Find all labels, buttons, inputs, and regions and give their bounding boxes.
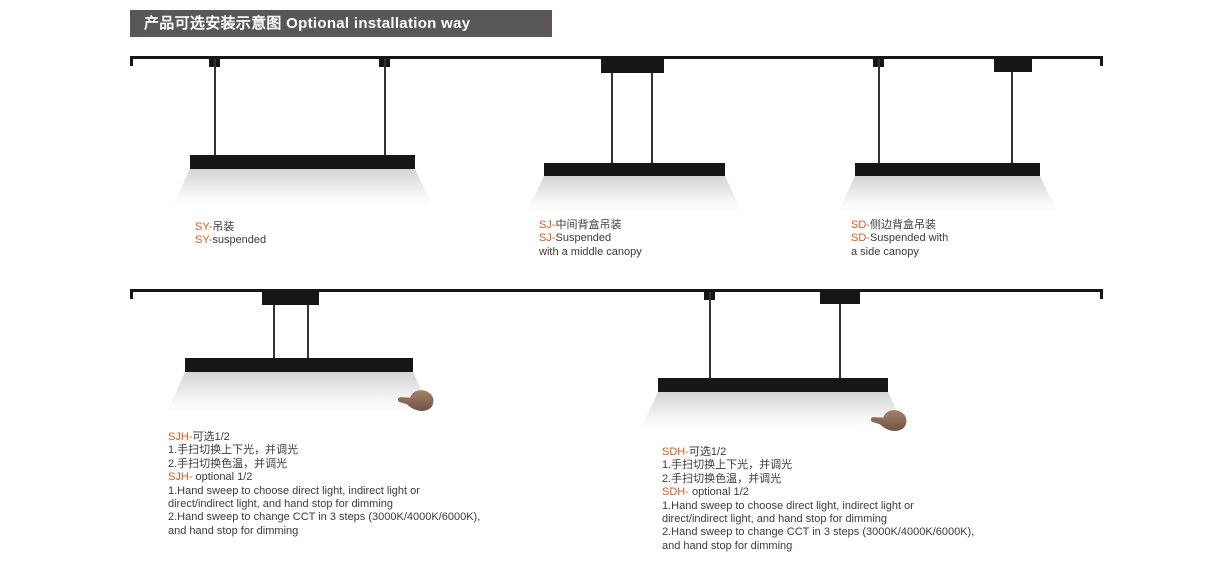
suspension-wire (214, 59, 216, 155)
sjh-title-cn: SJH-可选1/2 (168, 431, 230, 443)
suspension-wire (1011, 72, 1013, 163)
sj-label-en2: with a middle canopy (539, 245, 642, 258)
hand-sweep-icon (396, 386, 438, 419)
light-beam (167, 372, 431, 412)
sjh-en-line1: 1.Hand sweep to choose direct light, ind… (168, 484, 420, 497)
sd-label-en: SD-Suspended with (851, 232, 949, 245)
side-canopy (994, 59, 1032, 72)
track-end-tick (1100, 59, 1103, 66)
sj-label-en: SJ-Suspended (539, 232, 612, 245)
light-fixture-sd (855, 163, 1040, 176)
suspension-wire (651, 73, 653, 163)
sjh-en-line2: direct/indirect light, and hand stop for… (168, 498, 394, 511)
sdh-en-line2: direct/indirect light, and hand stop for… (662, 513, 888, 526)
sd-label-en2: a side canopy (851, 245, 919, 258)
ceiling-track-row1 (130, 56, 1103, 59)
model-code: SJH- (168, 431, 193, 443)
sj-label: SJ-中间背盒吊装 SJ-Suspended with a middle can… (539, 219, 642, 259)
model-code: SJ- (539, 232, 556, 245)
sjh-cn-line1: 1.手扫切换上下光，并调光 (168, 444, 299, 457)
sjh-cn-line2: 2.手扫切换色温，并调光 (168, 457, 288, 470)
model-code: SJH- (168, 471, 193, 484)
suspension-wire (611, 73, 613, 163)
sjh-label: SJH-可选1/2 1.手扫切换上下光，并调光 2.手扫切换色温，并调光 SJH… (168, 431, 480, 538)
sd-label-cn: SD-侧边背盒吊装 (851, 219, 936, 231)
model-code: SD- (851, 219, 870, 231)
light-beam (838, 176, 1057, 212)
model-code: SY- (195, 221, 213, 233)
sdh-en-line4: and hand stop for dimming (662, 539, 793, 552)
sdh-en-line3: 2.Hand sweep to change CCT in 3 steps (3… (662, 526, 975, 539)
light-beam (527, 176, 742, 212)
ceiling-track-row2 (130, 289, 1103, 292)
sy-label-en: SY-suspended (195, 234, 267, 247)
suspension-wire (878, 59, 880, 163)
model-code: SDH- (662, 486, 689, 499)
sy-label: SY-吊装 SY-suspended (195, 221, 266, 248)
sdh-en-line1: 1.Hand sweep to choose direct light, ind… (662, 499, 914, 512)
sjh-en-line3: 2.Hand sweep to change CCT in 3 steps (3… (168, 511, 481, 524)
model-code: SJ- (539, 219, 556, 231)
sdh-title-cn: SDH-可选1/2 (662, 446, 727, 458)
suspension-wire (307, 305, 309, 358)
sy-label-cn: SY-吊装 (195, 221, 235, 233)
page-title: 产品可选安装示意图 Optional installation way (130, 10, 552, 37)
middle-canopy (601, 59, 664, 73)
track-end-tick (130, 59, 133, 66)
sj-label-cn: SJ-中间背盒吊装 (539, 219, 622, 231)
model-code: SDH- (662, 446, 689, 458)
sjh-title-en: SJH- optional 1/2 (168, 471, 253, 484)
light-fixture-sj (544, 163, 725, 176)
suspension-wire (273, 305, 275, 358)
hand-sweep-icon (869, 406, 911, 439)
suspension-wire (384, 59, 386, 155)
track-end-tick (130, 292, 133, 299)
light-fixture-sjh (185, 358, 413, 372)
light-fixture-sdh (658, 378, 888, 392)
suspension-wire (709, 292, 711, 378)
sdh-cn-line1: 1.手扫切换上下光，并调光 (662, 459, 793, 472)
side-canopy (820, 292, 860, 304)
track-end-tick (1100, 292, 1103, 299)
suspension-wire (839, 304, 841, 378)
model-code: SD- (851, 232, 870, 245)
sjh-en-line4: and hand stop for dimming (168, 524, 299, 537)
sdh-title-en: SDH- optional 1/2 (662, 486, 749, 499)
middle-canopy (262, 292, 319, 305)
sd-label: SD-侧边背盒吊装 SD-Suspended with a side canop… (851, 219, 948, 259)
light-beam (640, 392, 906, 430)
sdh-label: SDH-可选1/2 1.手扫切换上下光，并调光 2.手扫切换色温，并调光 SDH… (662, 446, 974, 553)
light-beam (172, 169, 433, 207)
sdh-cn-line2: 2.手扫切换色温，并调光 (662, 472, 782, 485)
light-fixture-sy (190, 155, 415, 169)
model-code: SY- (195, 234, 213, 247)
